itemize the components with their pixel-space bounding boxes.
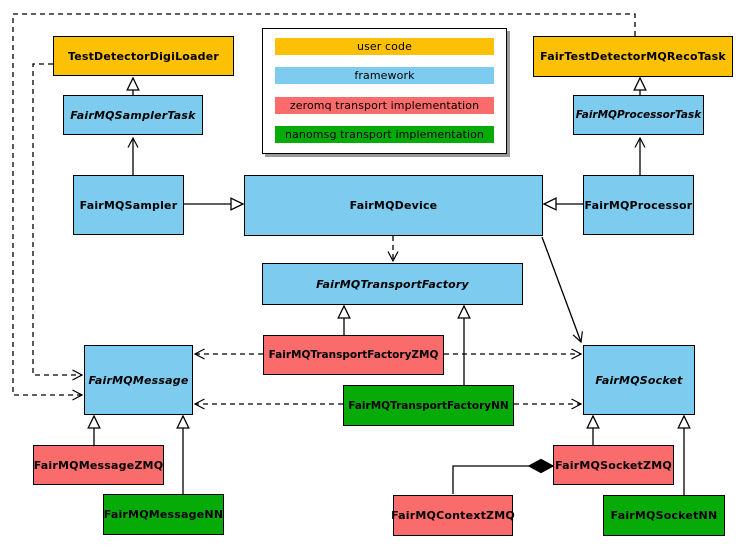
node-fairmqsampler: FairMQSampler: [73, 175, 184, 235]
node-fairmqprocessortask: FairMQProcessorTask: [573, 95, 704, 135]
node-fairmqsocketzmq: FairMQSocketZMQ: [553, 445, 674, 485]
node-fairmqsamplertask: FairMQSamplerTask: [63, 95, 203, 135]
node-fairmqtransportfactorynn: FairMQTransportFactoryNN: [343, 385, 514, 426]
node-fairmqcontextzmq: FairMQContextZMQ: [391, 495, 515, 536]
node-fairmqsocketnn: FairMQSocketNN: [603, 495, 725, 536]
edge-recotask-to-message: [12, 13, 636, 401]
node-fairmqdevice: FairMQDevice: [244, 175, 543, 236]
node-fairtestdetectormqrecotask: FairTestDetectorMQRecoTask: [533, 36, 733, 77]
node-fairmqmessage: FairMQMessage: [84, 345, 193, 415]
node-fairmqtransportfactoryzmq: FairMQTransportFactoryZMQ: [263, 335, 444, 375]
node-fairmqprocessor: FairMQProcessor: [583, 175, 694, 235]
edge-socketzmq-to-contextzmq: [452, 465, 529, 494]
node-fairmqtransportfactory: FairMQTransportFactory: [262, 263, 523, 305]
legend-item-zeromq: zeromq transport implementation: [275, 96, 494, 114]
node-fairmqmessagenn: FairMQMessageNN: [103, 494, 224, 535]
legend-item-nanomsg: nanomsg transport implementation: [275, 125, 494, 143]
legend: user code framework zeromq transport imp…: [262, 28, 507, 154]
node-fairmqsocket: FairMQSocket: [583, 345, 695, 415]
edge-digiloader-to-message: [32, 63, 84, 381]
node-fairmqmessagezmq: FairMQMessageZMQ: [33, 445, 164, 485]
legend-item-framework: framework: [275, 67, 494, 85]
edge-device-to-socket: [541, 236, 583, 344]
node-testdetectordigiloader: TestDetectorDigiLoader: [53, 36, 234, 76]
legend-item-user-code: user code: [275, 38, 494, 55]
composition-diamond: [527, 458, 555, 474]
